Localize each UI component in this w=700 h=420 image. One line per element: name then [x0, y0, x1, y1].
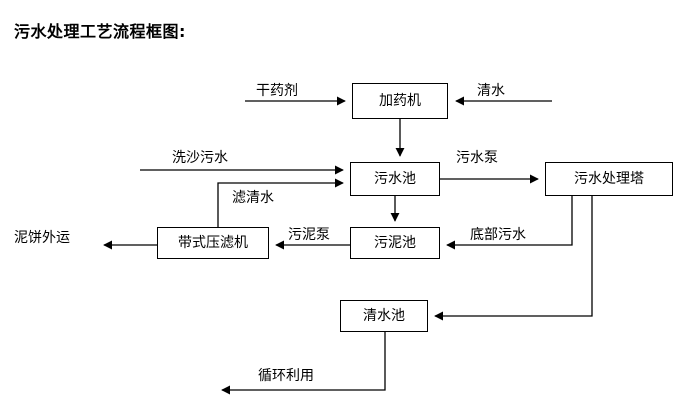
node-sludge-pool-label: 污泥池 [374, 235, 416, 251]
node-dosing-machine[interactable]: 加药机 [352, 83, 448, 119]
edge-label-filtered-water: 滤清水 [232, 190, 274, 206]
edge-filtered-water-to-sewage-pool [217, 178, 344, 227]
edge-bottom-sewage-to-sludge-pool [446, 196, 573, 250]
node-sewage-pool-label: 污水池 [374, 171, 416, 187]
edge-label-dry-chemical: 干药剂 [256, 83, 298, 99]
edge-label-clean-water: 清水 [477, 83, 505, 99]
node-clear-water-pool-label: 清水池 [363, 308, 405, 324]
edge-tower-to-clear-water-pool [434, 196, 593, 321]
edge-label-recycling: 循环利用 [258, 368, 314, 384]
node-clear-water-pool[interactable]: 清水池 [340, 300, 428, 332]
node-treatment-tower[interactable]: 污水处理塔 [545, 162, 673, 196]
node-treatment-tower-label: 污水处理塔 [574, 171, 644, 187]
node-sludge-pool[interactable]: 污泥池 [350, 227, 440, 259]
edge-label-sludge-pump: 污泥泵 [288, 227, 330, 243]
node-belt-filter-press-label: 带式压滤机 [178, 235, 248, 251]
terminal-label-mud-cake-transport: 泥饼外运 [14, 230, 70, 246]
node-sewage-pool[interactable]: 污水池 [350, 162, 440, 196]
edge-clear-water-pool-to-recycling [221, 332, 386, 395]
edge-label-sewage-pump: 污水泵 [456, 150, 498, 166]
page-title: 污水处理工艺流程框图: [14, 22, 186, 41]
edge-label-sand-wash-sewage: 洗沙污水 [172, 150, 228, 166]
node-belt-filter-press[interactable]: 带式压滤机 [157, 227, 269, 259]
node-dosing-machine-label: 加药机 [379, 93, 421, 109]
edge-label-bottom-sewage: 底部污水 [470, 227, 526, 243]
